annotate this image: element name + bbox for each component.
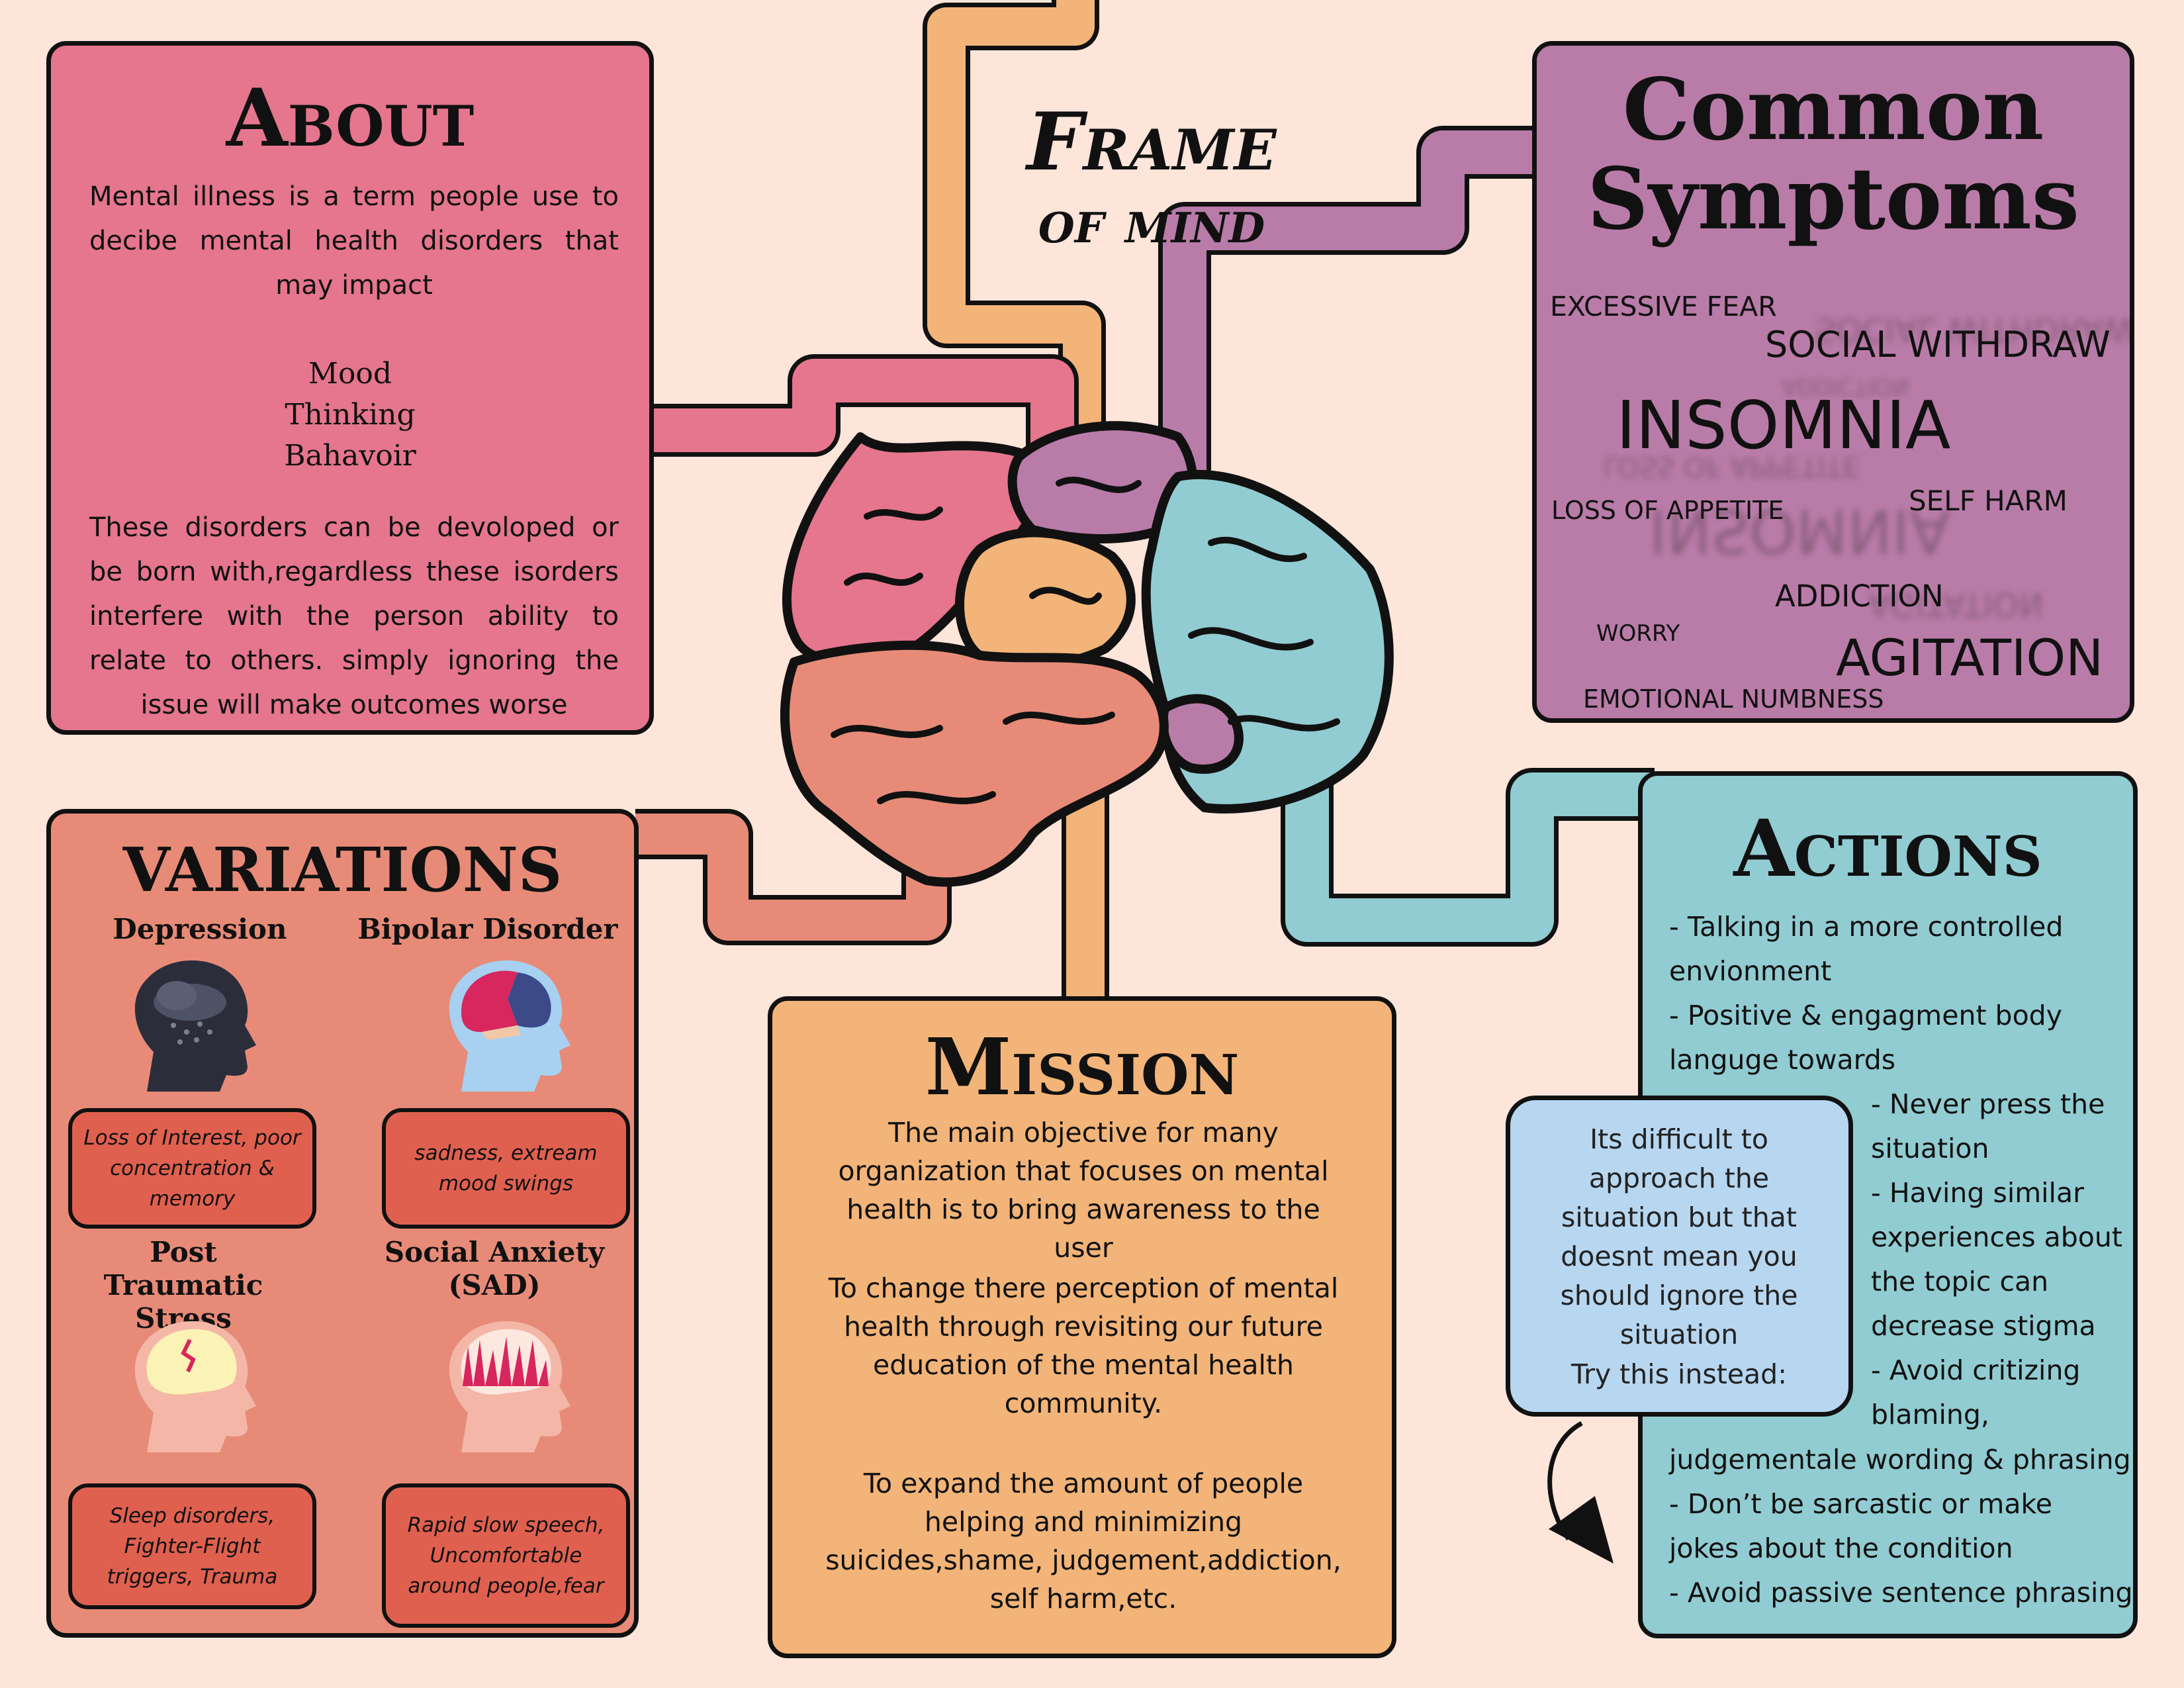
symptom-insomnia: INSOMNIA xyxy=(1616,387,1951,464)
action-line: judgementale wording & phrasing xyxy=(1669,1444,2131,1476)
page-title-line2: of mind xyxy=(1038,187,1265,257)
mission-paragraph-3: To expand the amount of people helping a… xyxy=(825,1468,1342,1615)
action-line: - Don’t be sarcastic or make xyxy=(1669,1488,2052,1520)
symptoms-panel: Common Symptoms INSOMNIA SOCIAL WITHDRAW… xyxy=(1532,41,2134,723)
variation-name-social-anxiety: Social Anxiety (SAD) xyxy=(384,1236,605,1301)
connector-mission-top xyxy=(923,0,1106,437)
action-line: experiences about xyxy=(1871,1221,2122,1253)
about-items: Mood Thinking Bahavoir xyxy=(51,353,649,477)
brain-illustration xyxy=(780,421,1394,887)
connector-about xyxy=(635,354,1079,477)
cracked-brain-head-icon xyxy=(134,1321,256,1452)
about-outro: These disorders can be devoloped or be b… xyxy=(89,512,619,720)
page-title-line1: Frame xyxy=(1026,95,1277,189)
connector-actions xyxy=(1281,768,1655,947)
symptoms-title-line2: Symptoms xyxy=(1587,150,2079,249)
action-line: decrease stigma xyxy=(1871,1310,2096,1342)
variations-panel: VARIATIONS Depression Bipolar Disorder L… xyxy=(46,809,639,1638)
actions-top-list: - Talking in a more controlled envionmen… xyxy=(1669,905,2132,1082)
action-line: the topic can xyxy=(1871,1266,2049,1297)
about-panel: About Mental illness is a term people us… xyxy=(46,41,654,735)
split-brain-head-icon xyxy=(449,960,570,1092)
symptom-social-withdraw: SOCIAL WITHDRAW xyxy=(1765,324,2111,365)
actions-bottom-list: judgementale wording & phrasing - Don’t … xyxy=(1669,1438,2139,1615)
symptom-worry: WORRY xyxy=(1596,620,1680,647)
action-line: - Avoid passive sentence phrasing xyxy=(1669,1577,2133,1609)
connector-symptoms xyxy=(1158,126,1542,477)
curved-arrow-icon xyxy=(1547,1421,1614,1564)
variation-desc-bipolar: sadness, extream mood swings xyxy=(382,1108,630,1229)
action-line: - Avoid critizing xyxy=(1871,1354,2081,1386)
mission-paragraph-1: The main objective for many organization… xyxy=(838,1117,1329,1264)
variation-desc-ptsd: Sleep disorders, Fighter-Flight triggers… xyxy=(68,1483,316,1609)
actions-right-list: - Never press the situation - Having sim… xyxy=(1871,1082,2136,1437)
mission-paragraph-2: To change there perception of mental hea… xyxy=(828,1272,1339,1419)
about-item-behavior: Bahavoir xyxy=(284,439,416,473)
about-item-mood: Mood xyxy=(308,357,392,391)
action-line: jokes about the condition xyxy=(1669,1532,2013,1564)
symptom-loss-of-appetite: LOSS OF APPETITE xyxy=(1551,496,1784,525)
brain-lobe-center xyxy=(955,528,1136,669)
action-line: - Talking in a more controlled xyxy=(1669,911,2064,943)
variation-name-depression: Depression xyxy=(113,913,287,945)
variation-desc-depression: Loss of Interest, poor concentration & m… xyxy=(68,1108,316,1229)
action-line: - Having similar xyxy=(1871,1177,2084,1209)
action-line: situation xyxy=(1871,1133,1989,1164)
action-line: languge towards xyxy=(1669,1044,1896,1076)
actions-callout-cta: Try this instead: xyxy=(1570,1358,1788,1390)
page-title: Frame of mind xyxy=(953,99,1350,258)
symptom-addiction: ADDICTION xyxy=(1775,579,1944,614)
mission-title: Mission xyxy=(925,1021,1240,1113)
variation-desc-social-anxiety: Rapid slow speech, Uncomfortable around … xyxy=(382,1483,630,1628)
action-line: - Never press the xyxy=(1871,1088,2105,1120)
symptom-self-harm: SELF HARM xyxy=(1909,485,2068,517)
symptoms-title: Common Symptoms xyxy=(1537,66,2130,244)
mission-panel: Mission The main objective for many orga… xyxy=(768,996,1396,1658)
action-line: envionment xyxy=(1669,955,1832,987)
about-intro: Mental illness is a term people use to d… xyxy=(89,181,619,301)
brain-lobe-temporal xyxy=(780,640,1169,887)
variation-name-bipolar: Bipolar Disorder xyxy=(357,913,618,945)
brain-lobe-frontal xyxy=(782,432,1048,666)
storm-cloud-head-icon xyxy=(134,960,256,1092)
variations-title: VARIATIONS xyxy=(122,834,563,906)
actions-panel: Actions - Talking in a more controlled e… xyxy=(1638,771,2138,1638)
about-title: About xyxy=(226,71,475,165)
brain-lobe-small-purple xyxy=(1158,694,1244,774)
about-item-thinking: Thinking xyxy=(285,398,416,432)
connector-variations xyxy=(635,809,952,945)
symptom-excessive-fear: EXCESSIVE FEAR xyxy=(1550,291,1777,322)
actions-callout-text: Its difficult to approach the situation … xyxy=(1560,1123,1798,1350)
actions-callout: Its difficult to approach the situation … xyxy=(1506,1096,1853,1417)
action-line: - Positive & engagment body xyxy=(1669,1000,2062,1031)
symptoms-title-line1: Common xyxy=(1622,60,2044,160)
spiked-brain-head-icon xyxy=(449,1321,570,1452)
actions-title: Actions xyxy=(1733,802,2042,894)
symptom-agitation: AGITATION xyxy=(1836,628,2104,687)
symptom-emotional-numbness: EMOTIONAL NUMBNESS xyxy=(1583,684,1884,714)
action-line: blaming, xyxy=(1871,1399,1989,1430)
